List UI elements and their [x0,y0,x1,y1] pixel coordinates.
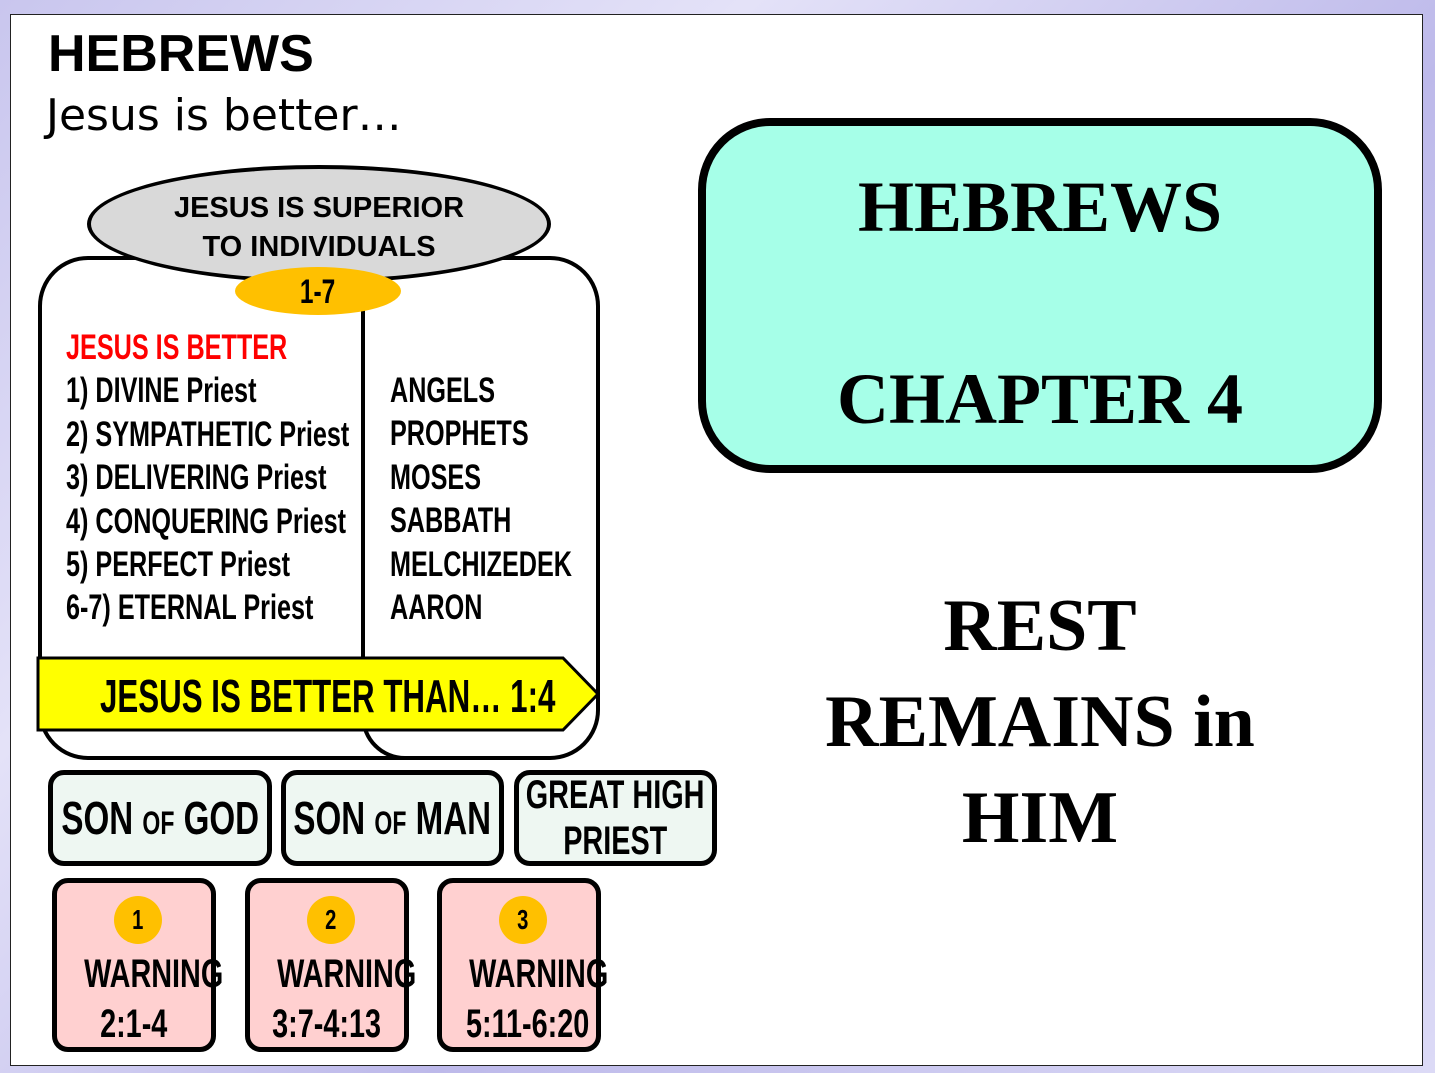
list-item: SABBATH [390,501,512,541]
list-item: AARON [390,587,483,627]
list-item: MELCHIZEDEK [390,544,573,584]
priest-list: JESUS IS BETTER 1) DIVINE Priest 2) SYMP… [66,326,460,630]
list-item: 2) SYMPATHETIC Priest [66,414,350,454]
oval-line: TO INDIVIDUALS [202,231,436,263]
title-word: GOD [183,792,259,844]
theme-text: REST REMAINS in HIM [760,578,1320,866]
list-item: 6-7) ETERNAL Priest [66,588,314,628]
diagram-divider [361,300,365,660]
title-son-of-man: SON OF MAN [281,770,504,866]
list-item: PROPHETS [390,414,529,454]
list-item: 3) DELIVERING Priest [66,458,327,498]
chapter-number: CHAPTER 4 [836,359,1244,439]
warning-number: 2 [325,904,337,935]
superior-oval: JESUS IS SUPERIOR TO INDIVIDUALS [87,165,551,283]
theme-line: REST [943,585,1137,667]
warning-card: 3 WARNING 5:11-6:20 [437,878,608,1052]
title-word: OF [374,805,407,841]
chapter-box: HEBREWS CHAPTER 4 [698,118,1382,473]
banner: JESUS IS BETTER THAN… 1:4 [100,668,770,724]
page-title: HEBREWS [48,25,314,83]
list-item: 1) DIVINE Priest [66,371,257,411]
warning-card: 1 WARNING 2:1-4 [52,878,223,1052]
title-line: GREAT HIGH [526,773,705,817]
warning-reference: 2:1-4 [100,1002,168,1046]
title-great-high-priest: GREAT HIGH PRIEST [514,770,717,866]
banner-text: JESUS IS BETTER THAN… 1:4 [100,670,556,722]
page-subtitle: Jesus is better… [46,90,402,141]
warning-reference: 5:11-6:20 [465,1002,590,1046]
chapter-book: HEBREWS [857,167,1223,247]
warning-number: 3 [517,904,529,935]
warning-card: 2 WARNING 3:7-4:13 [245,878,416,1052]
banner-arrow-shape [36,656,601,732]
individuals-list: ANGELS PROPHETS MOSES SABBATH MELCHIZEDE… [390,369,643,629]
warning-label: WARNING [469,952,609,996]
warning-label: WARNING [277,952,417,996]
title-word: MAN [415,792,492,844]
list-header: JESUS IS BETTER [66,328,288,367]
theme-line: REMAINS in [825,681,1255,763]
list-item: ANGELS [390,371,496,410]
title-line: PRIEST [563,819,668,863]
title-word: SON [61,792,133,844]
chapter-range-badge: 1-7 [235,267,401,315]
warning-label: WARNING [84,952,224,996]
title-son-of-god: SON OF GOD [48,770,272,866]
list-item: MOSES [390,457,482,497]
warning-reference: 3:7-4:13 [272,1002,382,1046]
list-item: 5) PERFECT Priest [66,544,291,584]
warning-number: 1 [132,904,144,935]
list-item: 4) CONQUERING Priest [66,501,347,541]
chapter-range: 1-7 [300,273,336,311]
oval-line: JESUS IS SUPERIOR [173,192,465,224]
title-word: SON [293,792,366,844]
title-word: OF [142,805,175,841]
theme-line: HIM [961,777,1119,859]
